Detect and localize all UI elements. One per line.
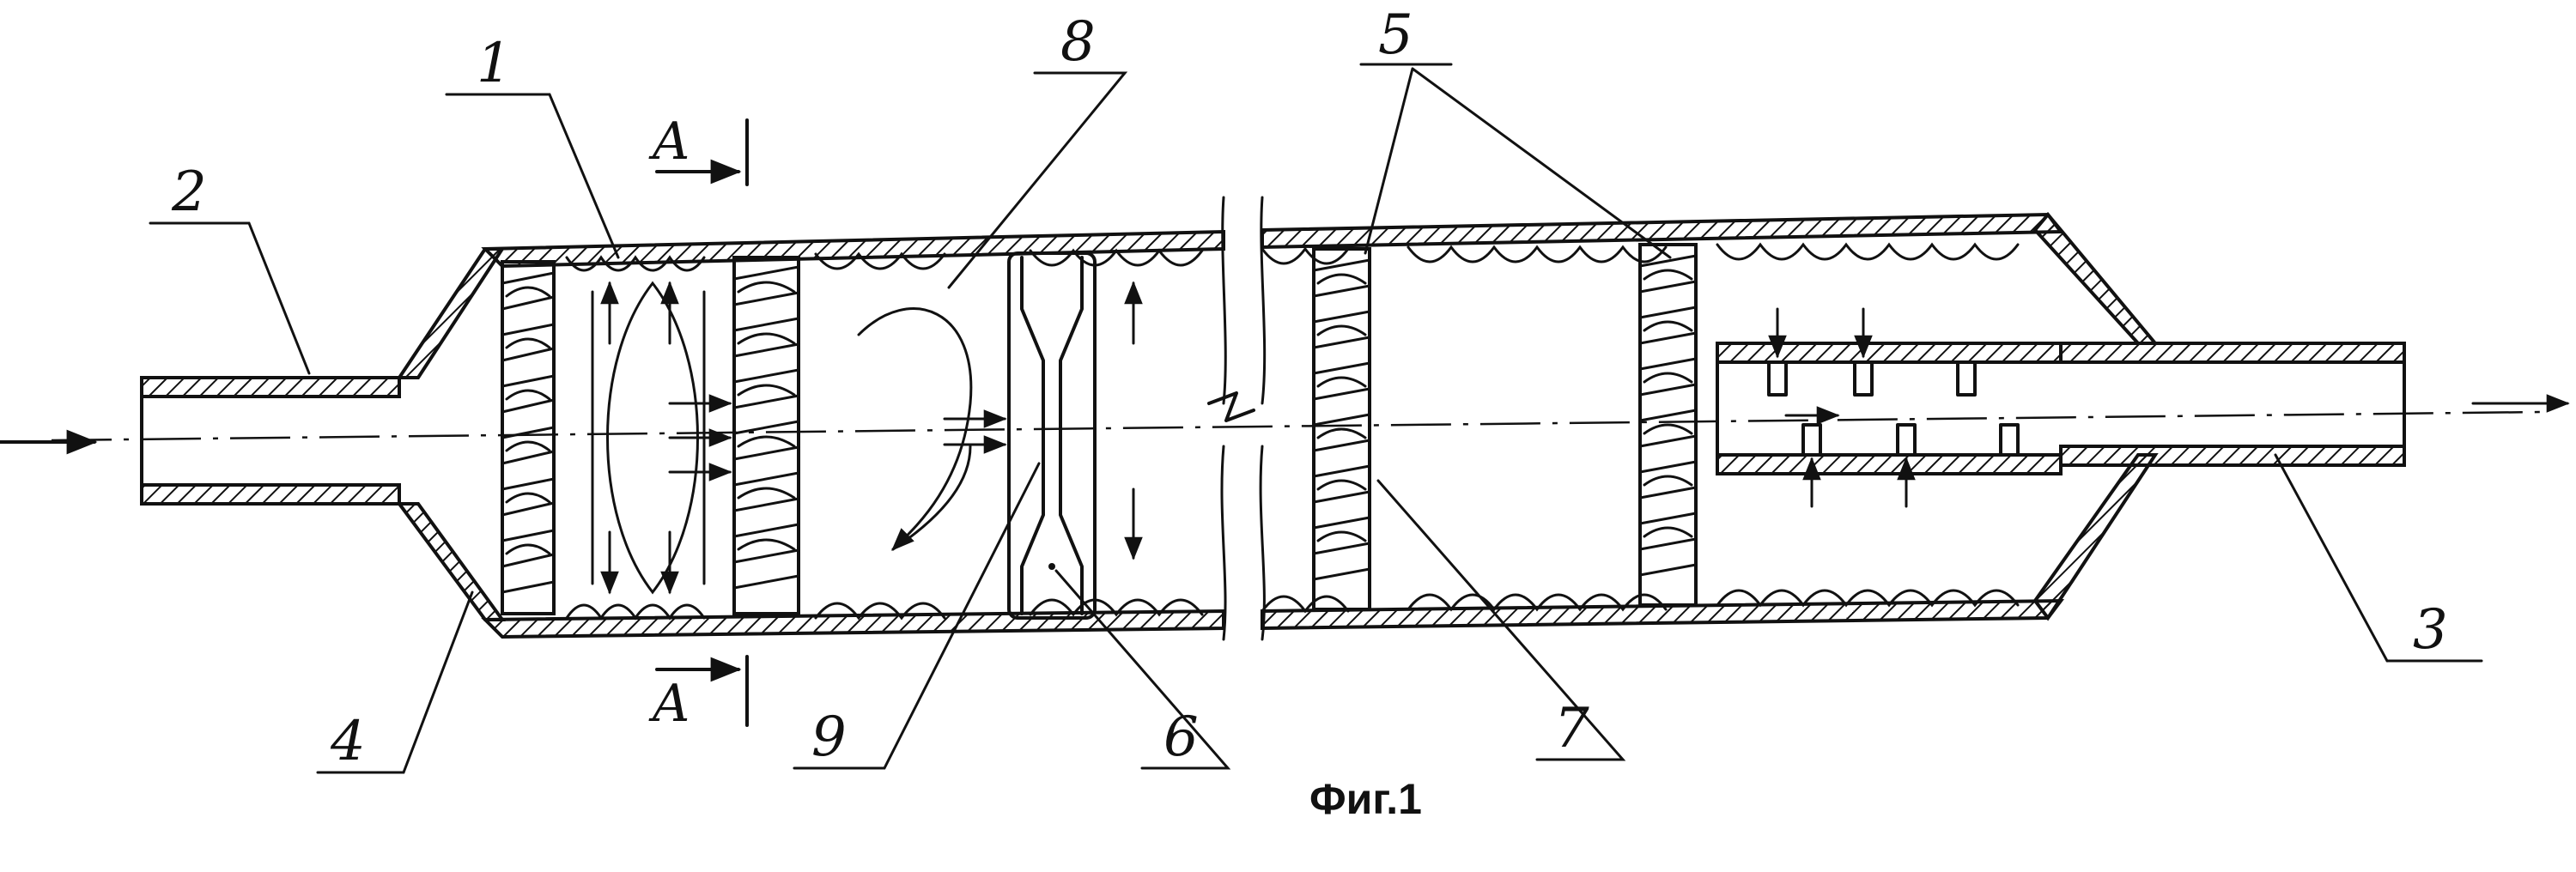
outlet-pipe (2059, 342, 2406, 467)
section-marker-top: A (648, 112, 749, 186)
section-label-top: A (648, 112, 690, 172)
swirl-baffle-third (1312, 247, 1371, 611)
ref-numeral-3: 3 (2413, 598, 2448, 662)
perforated-lining-bottom (565, 589, 2020, 621)
swirl-baffle-fourth (1638, 243, 1698, 607)
break-symbol (1207, 196, 1267, 641)
leader-5: 5 (1359, 3, 1672, 259)
resonator-tube (1716, 342, 2063, 475)
leader-2: 2 (149, 160, 311, 375)
leader-8: 8 (947, 10, 1128, 289)
ref-numeral-5: 5 (1378, 3, 1413, 67)
leader-7: 7 (1376, 479, 1626, 761)
ref-numeral-7: 7 (1554, 697, 1589, 760)
ref-numeral-1: 1 (477, 32, 512, 95)
inlet-pipe (140, 376, 401, 506)
leader-4: 4 (316, 590, 474, 774)
leader-9: 9 (793, 462, 1041, 770)
leader-6: 6 (1054, 569, 1231, 770)
leader-1: 1 (445, 32, 620, 259)
ref-numeral-2: 2 (171, 160, 207, 224)
nozzle-insert (1007, 251, 1097, 620)
ref-numeral-4: 4 (330, 710, 366, 773)
centerline (51, 410, 2543, 442)
flow-arrows (0, 281, 2570, 595)
ref-numeral-9: 9 (811, 705, 847, 769)
section-marker-bottom: A (648, 655, 749, 734)
leader-3: 3 (2274, 453, 2483, 663)
ref-numeral-8: 8 (1060, 10, 1096, 74)
circular-swirl (857, 307, 973, 551)
section-label-bottom: A (648, 674, 690, 734)
perforated-lining-top (565, 242, 2020, 272)
ref-numeral-6: 6 (1163, 705, 1199, 769)
inlet-cone (396, 247, 506, 621)
swirl-baffle-second (732, 256, 800, 615)
swirl-baffle-inlet (501, 260, 556, 615)
figure-caption: Фиг.1 (1309, 775, 1422, 823)
